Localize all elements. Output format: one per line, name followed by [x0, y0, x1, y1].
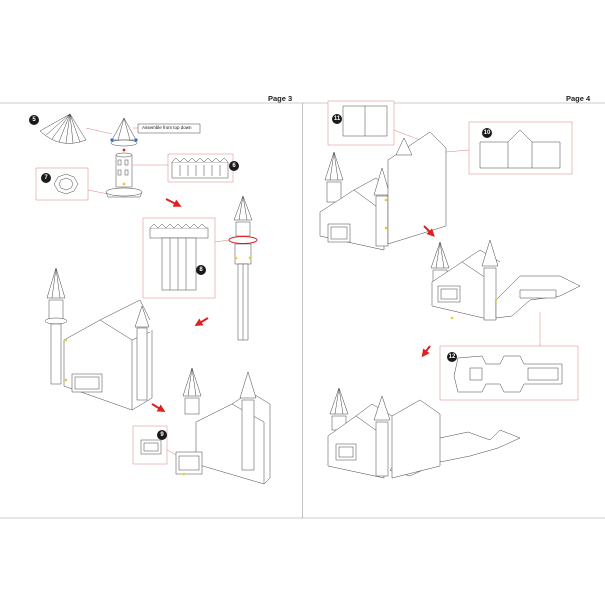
assemble-note: Assemble from top down	[142, 125, 192, 130]
tower-assembly-1	[105, 117, 143, 198]
page-label-left: Page 3	[268, 94, 293, 103]
page-label-right: Page 4	[566, 94, 591, 103]
step5-cone-template	[39, 113, 87, 144]
step-badge-10: 10	[482, 128, 492, 138]
step-badge-5: 5	[29, 115, 39, 125]
church-assembly-1	[44, 267, 153, 411]
step6-fence-template	[167, 153, 234, 183]
step12-floor-template	[439, 345, 579, 401]
step-badge-8: 8	[196, 265, 206, 275]
step8-wall-template	[142, 217, 216, 299]
church-assembly-4	[430, 239, 581, 321]
step7-callout	[87, 189, 109, 195]
step10-callout	[445, 149, 470, 153]
church-assembly-2	[175, 367, 271, 485]
step-badge-11: 11	[332, 114, 342, 124]
church-finished	[327, 387, 521, 479]
step5-callout	[85, 123, 201, 135]
step-badge-12: 12	[447, 352, 457, 362]
tower-assembly-2	[228, 195, 258, 341]
arrow-5	[421, 345, 431, 358]
arrow-2	[194, 317, 209, 327]
step11-callout	[393, 129, 421, 141]
arrow-4	[423, 225, 435, 237]
arrow-1	[165, 198, 182, 207]
step-badge-6: 6	[229, 161, 239, 171]
page-frame	[0, 102, 605, 519]
step-badge-9: 9	[157, 430, 167, 440]
arrow-3	[151, 403, 166, 413]
step8-callout	[214, 239, 230, 243]
church-assembly-3	[319, 131, 447, 251]
step-badge-7: 7	[41, 173, 51, 183]
